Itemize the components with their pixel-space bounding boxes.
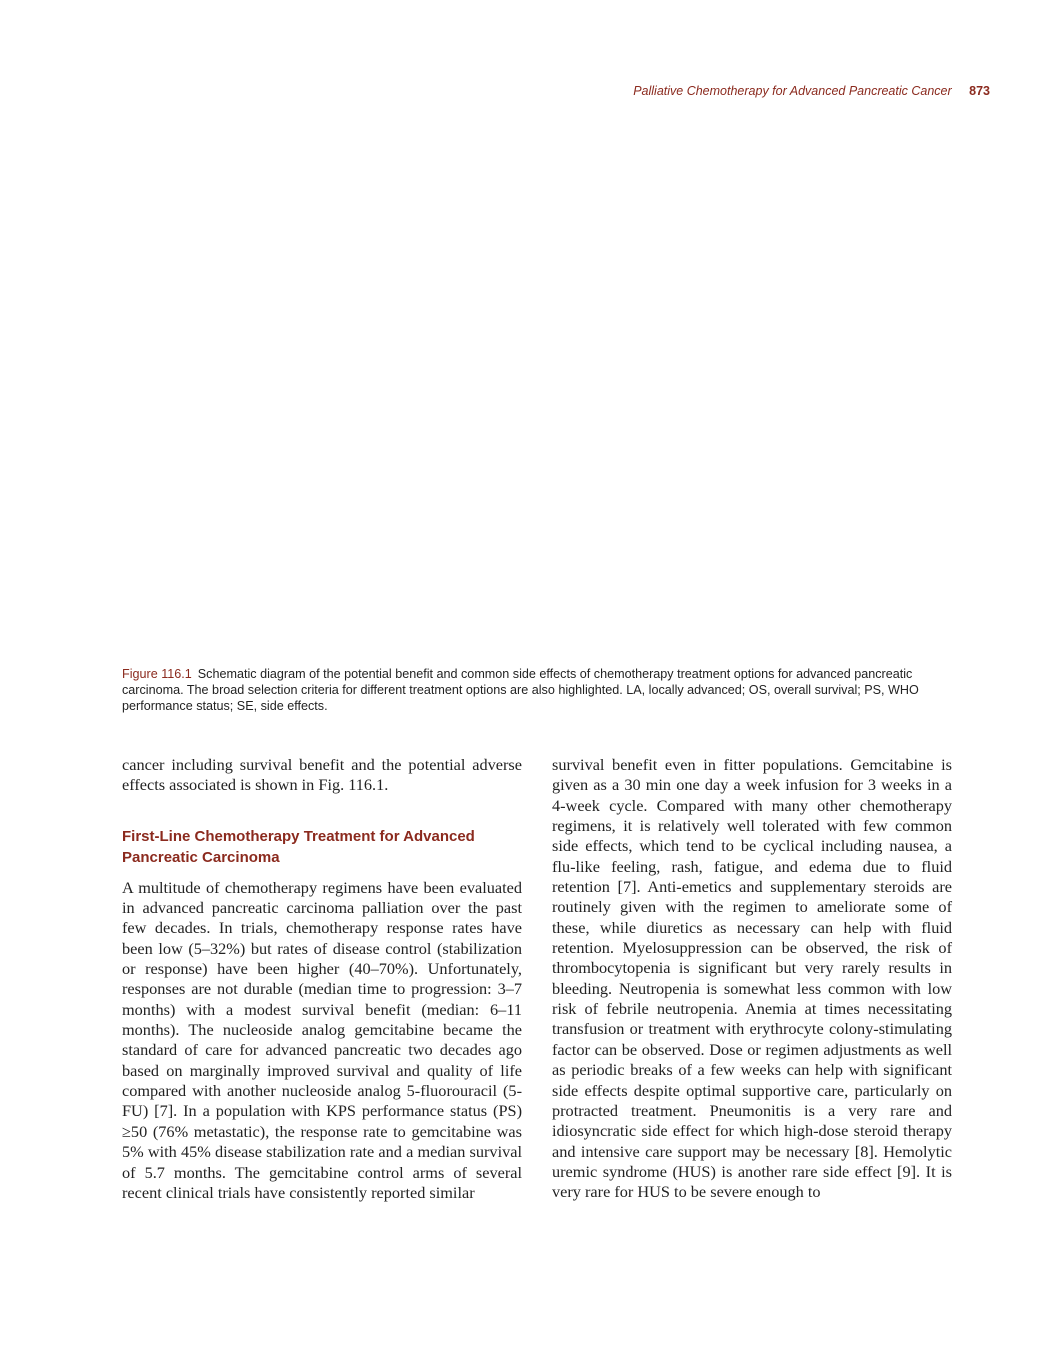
figure-caption-text: Schematic diagram of the potential benef… xyxy=(122,667,919,713)
figure-label: Figure 116.1 xyxy=(122,667,192,681)
running-header: Palliative Chemotherapy for Advanced Pan… xyxy=(633,84,990,98)
body-paragraph-left: A multitude of chemotherapy regimens hav… xyxy=(122,877,522,1202)
left-column: cancer including survival benefit and th… xyxy=(122,755,522,1203)
running-title: Palliative Chemotherapy for Advanced Pan… xyxy=(633,84,952,98)
figure-placeholder xyxy=(122,120,952,650)
right-column: survival benefit even in fitter populati… xyxy=(552,755,952,1203)
section-heading: First-Line Chemotherapy Treatment for Ad… xyxy=(122,827,475,866)
body-paragraph-right: survival benefit even in fitter populati… xyxy=(552,755,952,1202)
page-number: 873 xyxy=(969,84,990,98)
intro-paragraph: cancer including survival benefit and th… xyxy=(122,755,522,795)
